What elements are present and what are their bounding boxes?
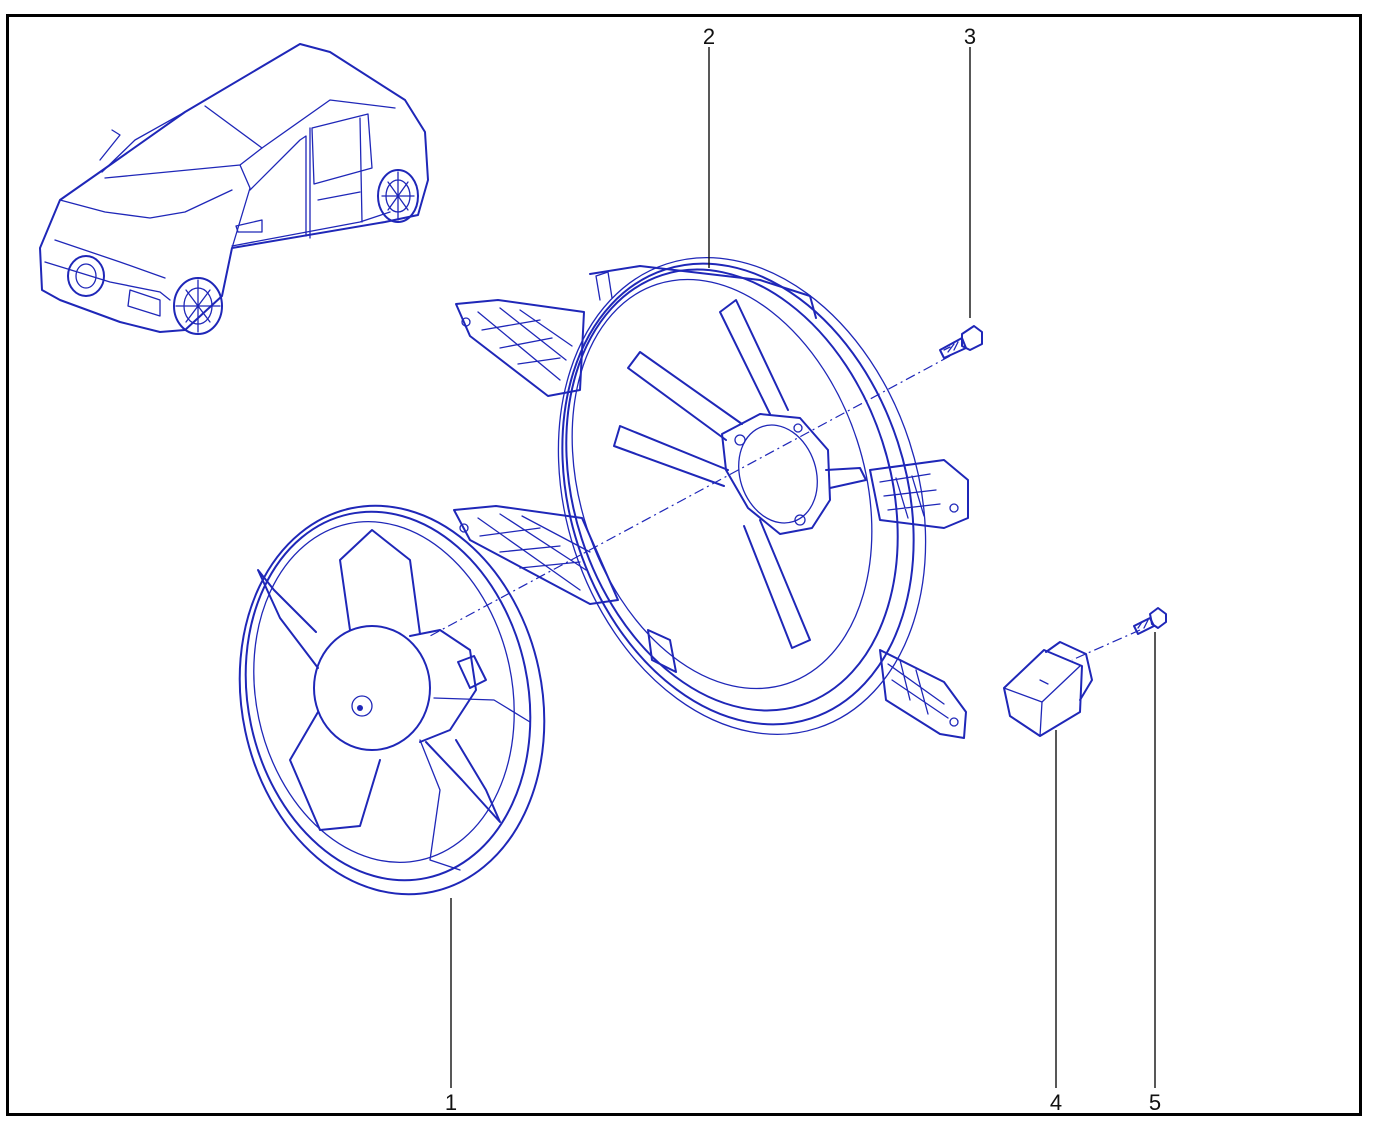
assembly-axis-small	[1071, 629, 1141, 661]
car-icon	[39, 43, 429, 335]
callout-4: 4	[1049, 1090, 1063, 1115]
callout-1: 1	[444, 1090, 458, 1115]
callout-5: 5	[1148, 1090, 1162, 1115]
bolt-icon	[939, 325, 983, 359]
fan-shroud-icon	[453, 257, 969, 739]
diagram-frame	[6, 14, 1362, 1116]
callout-3: 3	[963, 24, 977, 49]
assembly-axis	[429, 355, 951, 637]
resistor-icon	[1003, 641, 1093, 737]
callout-2: 2	[702, 24, 716, 49]
screw-icon	[1133, 607, 1167, 635]
fan-icon	[238, 504, 546, 896]
